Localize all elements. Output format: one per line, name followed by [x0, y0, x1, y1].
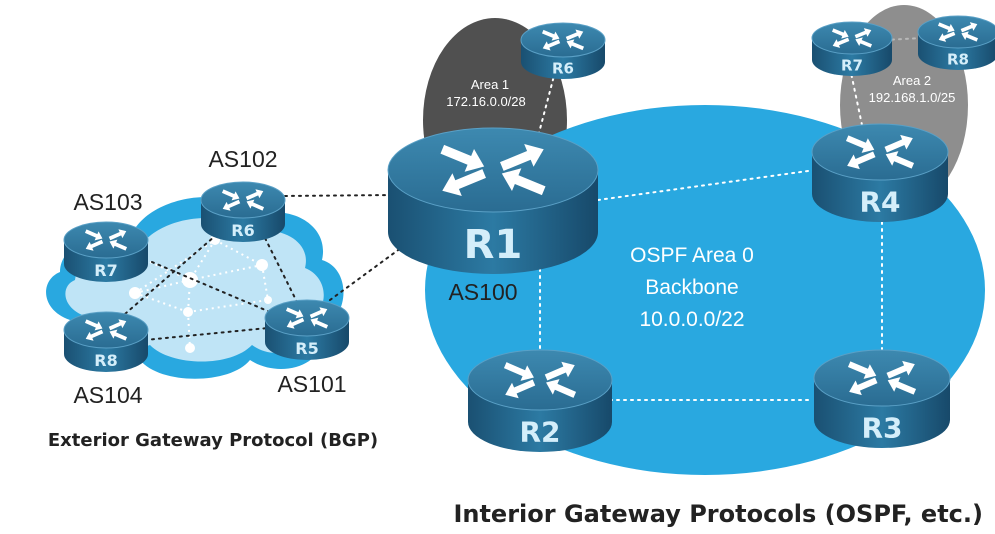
as101-label: AS101: [277, 371, 346, 397]
bgp-title: Exterior Gateway Protocol (BGP): [48, 430, 378, 451]
router-top: [264, 299, 350, 337]
link-r6bgp-r1: [284, 194, 396, 197]
link-r1-r4: [597, 169, 816, 201]
router-label: R8: [947, 51, 969, 69]
router-icon: [541, 29, 585, 51]
router-r7-area2[interactable]: R7: [811, 21, 893, 76]
router-icon: [285, 307, 329, 329]
router-icon: [845, 134, 915, 170]
router-top: [200, 181, 286, 219]
router-icon: [937, 22, 979, 42]
links: [117, 37, 923, 401]
router-top: [467, 349, 613, 411]
as102-label: AS102: [208, 146, 277, 172]
router-label: R5: [295, 339, 318, 358]
as104-label: AS104: [73, 382, 142, 408]
link-r7bgp-r5bgp: [151, 261, 271, 313]
router-label: R3: [861, 412, 902, 445]
router-top: [520, 22, 606, 58]
router-top: [387, 127, 599, 213]
router-icon: [84, 229, 128, 251]
router-r5-bgp[interactable]: R5: [264, 299, 350, 360]
router-r8-bgp[interactable]: R8: [63, 311, 149, 372]
as103-label: AS103: [73, 189, 142, 215]
router-label: R8: [94, 351, 117, 370]
router-top: [63, 311, 149, 349]
area1-subnet: 172.16.0.0/28: [446, 94, 526, 109]
area2-subnet: 192.168.1.0/25: [869, 90, 956, 105]
router-top: [811, 21, 893, 55]
router-r6-area1[interactable]: R6: [520, 22, 606, 79]
router-top: [917, 15, 995, 49]
router-top: [63, 221, 149, 259]
bgp-mesh-nodes: [129, 235, 272, 353]
router-icon: [503, 361, 577, 399]
router-r3[interactable]: R3: [813, 349, 951, 448]
router-r7-bgp[interactable]: R7: [63, 221, 149, 282]
router-label: R6: [552, 60, 574, 78]
router-r8-area2[interactable]: R8: [917, 15, 995, 70]
router-icon: [440, 143, 546, 197]
router-r2[interactable]: R2: [467, 349, 613, 452]
router-label: R7: [841, 57, 863, 75]
router-label: R1: [464, 222, 523, 268]
backbone-name: OSPF Area 0: [630, 244, 754, 267]
router-label: R2: [519, 416, 560, 449]
router-label: R7: [94, 261, 117, 280]
backbone-label: Backbone: [645, 276, 738, 299]
router-top: [811, 123, 949, 181]
link-r5bgp-r1: [329, 244, 406, 301]
router-top: [813, 349, 951, 407]
area1-name: Area 1: [471, 77, 509, 92]
router-r1[interactable]: R1: [387, 127, 599, 274]
link-r8bgp-r5bgp: [144, 327, 269, 341]
as100-label: AS100: [448, 279, 517, 305]
router-r4[interactable]: R4: [811, 123, 949, 222]
igp-title: Interior Gateway Protocols (OSPF, etc.): [453, 500, 983, 528]
router-icon: [84, 319, 128, 341]
router-label: R4: [859, 186, 900, 219]
link-r6bgp-r5bgp: [261, 231, 299, 305]
backbone-subnet: 10.0.0.0/22: [639, 308, 744, 331]
router-icon: [847, 360, 917, 396]
router-label: R6: [231, 221, 254, 240]
router-r6-bgp[interactable]: R6: [200, 181, 286, 242]
router-icon: [831, 28, 873, 48]
link-r4-r7: [849, 67, 863, 126]
router-icon: [221, 189, 265, 211]
link-r6bgp-r8bgp: [117, 229, 223, 321]
area2-name: Area 2: [893, 73, 931, 88]
